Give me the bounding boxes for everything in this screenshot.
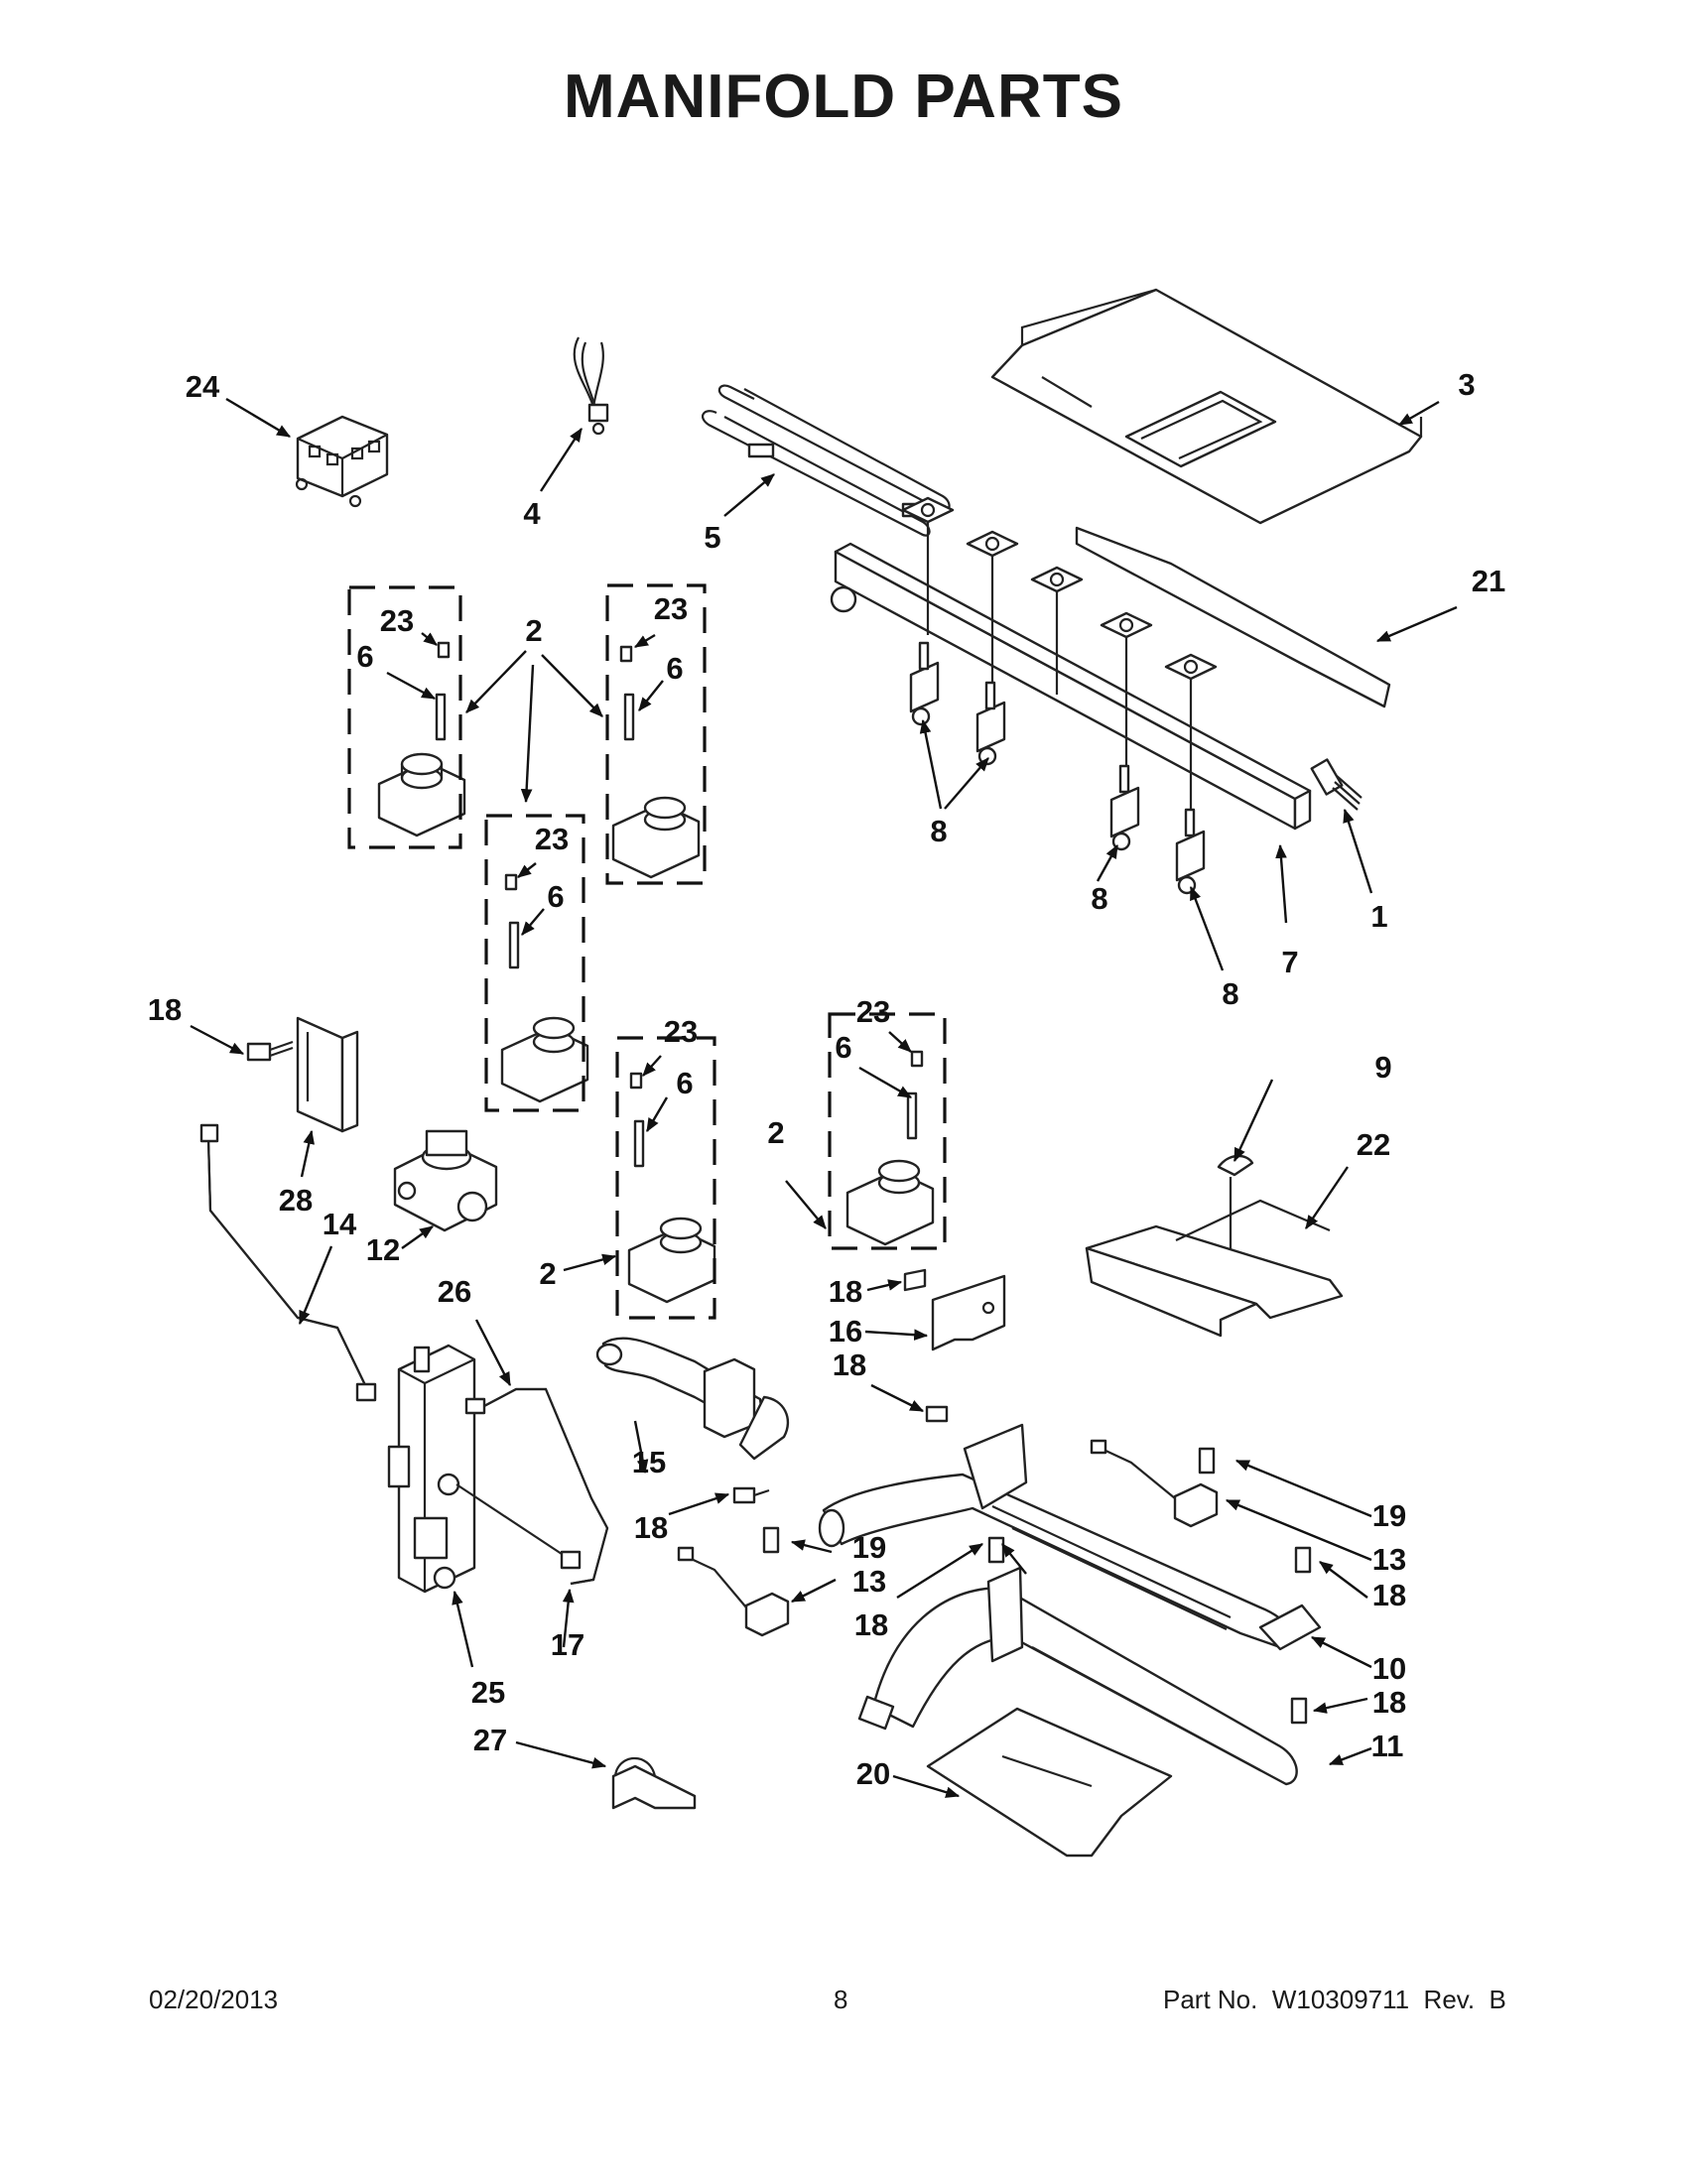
callout-13b: 13 [852,1564,886,1599]
wire-harness-part [573,336,609,436]
callout-15: 15 [632,1445,666,1479]
screw-part [732,1486,770,1504]
gas-tube-part [199,1123,377,1402]
callout-6b: 6 [666,651,683,686]
callout-6c: 6 [547,879,564,914]
callout-23d: 23 [664,1014,698,1049]
callout-28: 28 [279,1183,313,1218]
burner-assembly-parts [377,641,935,1304]
footer-page-number: 8 [834,1985,848,2014]
callout-23a: 23 [380,603,414,638]
callout-26: 26 [438,1274,471,1309]
heat-shield-part [1075,526,1391,708]
clamp-part [611,1756,697,1810]
page-title: MANIFOLD PARTS [564,63,1123,131]
callout-8a: 8 [930,814,947,848]
callout-23c: 23 [535,822,569,856]
callout-21: 21 [1472,564,1505,598]
callout-25: 25 [471,1675,505,1710]
pressure-regulator-part [393,1129,498,1232]
footer-part-number: Part No. W10309711 Rev. B [1163,1985,1506,2014]
callout-4: 4 [523,496,541,531]
callout-11: 11 [1371,1729,1404,1763]
bracket-part [296,1016,359,1133]
burner-box-part [990,288,1423,525]
callout-12: 12 [366,1232,400,1267]
callout-18b: 18 [634,1510,668,1545]
callout-19a: 19 [1372,1498,1406,1533]
bolt-part [1310,758,1363,811]
callout-18g: 18 [854,1607,888,1642]
callout-23b: 23 [654,591,688,626]
callout-18f: 18 [1372,1685,1406,1720]
assembly-group-boxes [347,583,947,1320]
callout-18e: 18 [1372,1578,1406,1612]
lower-burner-tube-part [857,1566,1298,1786]
lower-heat-shield-part [926,1707,1173,1858]
callout-18d: 18 [833,1348,866,1382]
callout-9: 9 [1374,1050,1391,1085]
screw-part [762,1405,1312,1725]
callout-18a: 18 [148,992,182,1027]
valve-tubing-part [455,1387,609,1586]
callout-14: 14 [323,1207,357,1241]
callout-24: 24 [186,369,220,404]
callout-13a: 13 [1372,1542,1406,1577]
callout-1: 1 [1370,899,1387,934]
callout-5: 5 [704,520,720,555]
callout-6e: 6 [835,1030,851,1065]
callout-20: 20 [856,1756,890,1791]
callout-6d: 6 [676,1066,693,1100]
burner-valve-parts [909,641,1206,895]
screw-part [246,1040,294,1062]
callout-16: 16 [829,1314,862,1349]
footer-date: 02/20/2013 [149,1985,279,2014]
callout-27: 27 [473,1723,507,1757]
valve-body-part [387,1344,476,1594]
callout-10: 10 [1372,1651,1406,1686]
callout-2c: 2 [539,1256,556,1291]
heat-deflector-part [1085,1199,1344,1338]
callout-leaders [190,397,1458,1798]
bracket-plate-part [903,1268,1006,1351]
callout-17: 17 [551,1627,584,1662]
callout-2b: 2 [767,1115,784,1150]
callout-7: 7 [1281,945,1298,979]
callout-18c: 18 [829,1274,862,1309]
igniter-part [677,1439,1219,1637]
callout-19b: 19 [852,1530,886,1565]
callout-8b: 8 [1091,881,1107,916]
upper-burner-tube-part [818,1423,1322,1651]
callout-3: 3 [1458,367,1475,402]
callout-2a: 2 [525,613,542,648]
manifold-pipe-part [830,542,1312,831]
burner-base-parts [901,496,1218,824]
callout-8c: 8 [1222,976,1238,1011]
callout-labels: 24 4 3 5 21 1 7 8 8 8 2 23 6 23 6 23 6 2… [148,367,1505,1791]
callout-6a: 6 [356,639,373,674]
callout-23e: 23 [856,994,890,1029]
callout-22: 22 [1357,1127,1390,1162]
terminal-block-part [295,415,389,508]
pipe-elbow-part [595,1337,790,1461]
